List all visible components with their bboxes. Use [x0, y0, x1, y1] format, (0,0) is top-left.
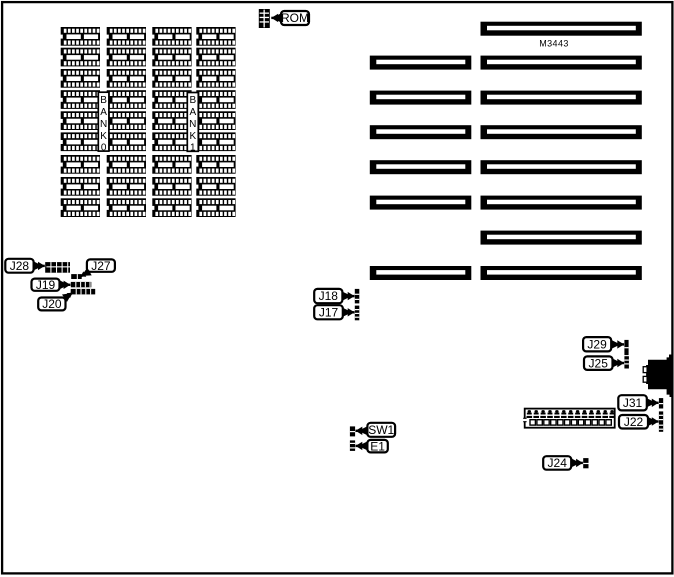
- svg-text:B: B: [189, 95, 196, 106]
- svg-text:A: A: [100, 107, 107, 118]
- svg-text:J27: J27: [91, 259, 111, 273]
- svg-text:J20: J20: [42, 297, 62, 311]
- svg-text:J25: J25: [589, 356, 609, 370]
- svg-text:J18: J18: [319, 289, 339, 303]
- svg-text:N: N: [100, 119, 107, 130]
- svg-text:ROM: ROM: [281, 11, 309, 25]
- svg-text:N: N: [189, 119, 196, 130]
- svg-text:A: A: [189, 107, 196, 118]
- svg-text:K: K: [100, 131, 107, 142]
- svg-text:J29: J29: [587, 337, 607, 351]
- svg-text:E1: E1: [370, 439, 385, 453]
- svg-text:SW1: SW1: [368, 423, 394, 437]
- svg-text:J24: J24: [548, 456, 568, 470]
- svg-text:1: 1: [190, 143, 196, 154]
- svg-text:J31: J31: [623, 396, 643, 410]
- svg-text:J19: J19: [36, 278, 56, 292]
- svg-text:J22: J22: [624, 415, 644, 429]
- svg-text:J17: J17: [319, 305, 339, 319]
- svg-text:M3443: M3443: [539, 39, 569, 49]
- svg-text:0: 0: [101, 143, 107, 154]
- svg-text:B: B: [100, 95, 107, 106]
- svg-text:K: K: [189, 131, 196, 142]
- svg-text:J28: J28: [10, 259, 30, 273]
